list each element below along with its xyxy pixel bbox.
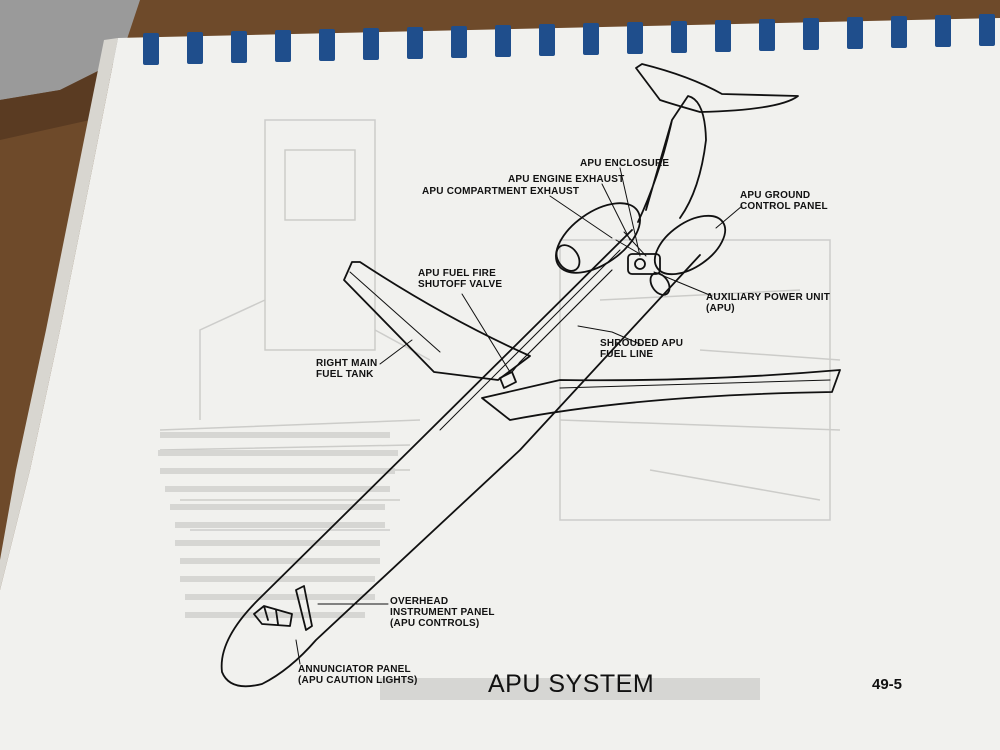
page-number: 49-5 (872, 676, 903, 693)
label-apu-ground-control-panel: APU GROUND CONTROL PANEL (740, 190, 828, 212)
cockpit-windows (253, 605, 293, 627)
leader-lines (295, 167, 743, 665)
spiral-binding (143, 14, 995, 65)
aircraft-drawing (220, 63, 841, 688)
label-overhead-instrument-panel: OVERHEAD INSTRUMENT PANEL (APU CONTROLS) (390, 596, 495, 629)
right-engine (555, 202, 641, 274)
fuselage (220, 229, 701, 688)
label-apu-enclosure: APU ENCLOSURE (580, 158, 670, 169)
page-edge (0, 38, 118, 590)
paper-page (0, 18, 1000, 750)
right-wing (343, 261, 531, 381)
label-apu-compartment-exhaust: APU COMPARTMENT EXHAUST (422, 186, 580, 197)
label-right-main-fuel-tank: RIGHT MAIN FUEL TANK (316, 358, 378, 380)
label-shrouded-apu-fuel-line: SHROUDED APU FUEL LINE (600, 338, 684, 360)
fuselage-centerline (439, 249, 621, 431)
left-wing (481, 369, 841, 421)
ghost-text (158, 432, 760, 700)
fuel-line (511, 269, 613, 373)
label-apu-fuel-fire-shutoff-valve: APU FUEL FIRE SHUTOFF VALVE (418, 268, 503, 290)
label-annunciator-panel: ANNUNCIATOR PANEL (APU CAUTION LIGHTS) (298, 664, 418, 686)
overhead-panel-outline (295, 585, 313, 631)
page-title: APU SYSTEM (488, 670, 655, 698)
label-auxiliary-power-unit: AUXILIARY POWER UNIT (APU) (706, 292, 831, 314)
horizontal-stabilizer (635, 63, 799, 113)
label-apu-engine-exhaust: APU ENGINE EXHAUST (508, 174, 625, 185)
vertical-stabilizer (637, 95, 707, 223)
background-device (0, 0, 140, 100)
